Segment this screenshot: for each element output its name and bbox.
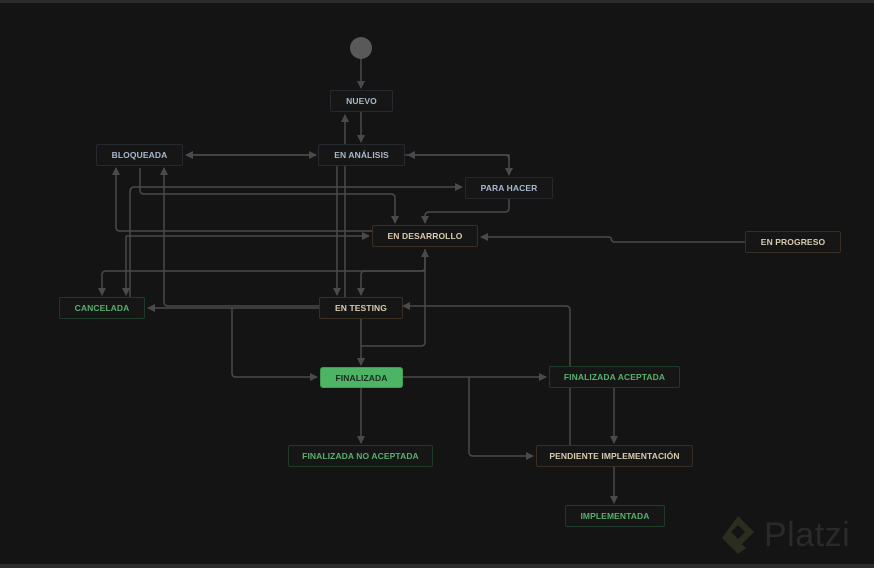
transition-para-hacer-en-analisis xyxy=(407,151,510,160)
transition-bloqueada-para-hacer xyxy=(129,183,463,300)
state-finalizada-no-aceptada[interactable]: FINALIZADA NO ACEPTADA xyxy=(288,445,433,467)
watermark-text: Platzi xyxy=(764,515,851,554)
transition-finalizada-pendiente xyxy=(468,377,534,460)
transition-en-analisis-para-hacer xyxy=(405,154,513,176)
transition-finalizada-en-desarrollo xyxy=(361,249,429,347)
transition-en-desarrollo-cancelada xyxy=(98,270,425,296)
transition-en-progreso-en-desarrollo xyxy=(480,233,745,243)
state-cancelada[interactable]: CANCELADA xyxy=(59,297,145,319)
transition-en-testing-bloqueada xyxy=(160,167,319,307)
state-finalizada[interactable]: FINALIZADA xyxy=(320,367,403,388)
state-para-hacer[interactable]: PARA HACER xyxy=(465,177,553,199)
top-border xyxy=(0,0,874,3)
platzi-logo-icon xyxy=(722,516,754,554)
state-nuevo[interactable]: NUEVO xyxy=(330,90,393,112)
state-bloqueada[interactable]: BLOQUEADA xyxy=(96,144,183,166)
bottom-border xyxy=(0,564,874,568)
state-en-progreso[interactable]: EN PROGRESO xyxy=(745,231,841,253)
state-finalizada-aceptada[interactable]: FINALIZADA ACEPTADA xyxy=(549,366,680,388)
transition-bloqueada-en-desarrollo xyxy=(139,168,399,224)
state-en-analisis[interactable]: EN ANÁLISIS xyxy=(318,144,405,166)
state-en-desarrollo[interactable]: EN DESARROLLO xyxy=(372,225,478,247)
transition-en-desarrollo-en-testing xyxy=(357,249,426,296)
transition-pendiente-en-testing xyxy=(402,302,571,445)
state-en-testing[interactable]: EN TESTING xyxy=(319,297,403,319)
state-pendiente-implementacion[interactable]: PENDIENTE IMPLEMENTACIÓN xyxy=(536,445,693,467)
platzi-watermark: Platzi xyxy=(718,512,868,558)
transition-en-desarrollo-bloqueada xyxy=(112,167,372,232)
transition-cancelada-finalizada xyxy=(231,308,318,381)
state-implementada[interactable]: IMPLEMENTADA xyxy=(565,505,665,527)
transition-para-hacer-en-desarrollo xyxy=(421,199,510,224)
start-state-icon xyxy=(350,37,372,59)
